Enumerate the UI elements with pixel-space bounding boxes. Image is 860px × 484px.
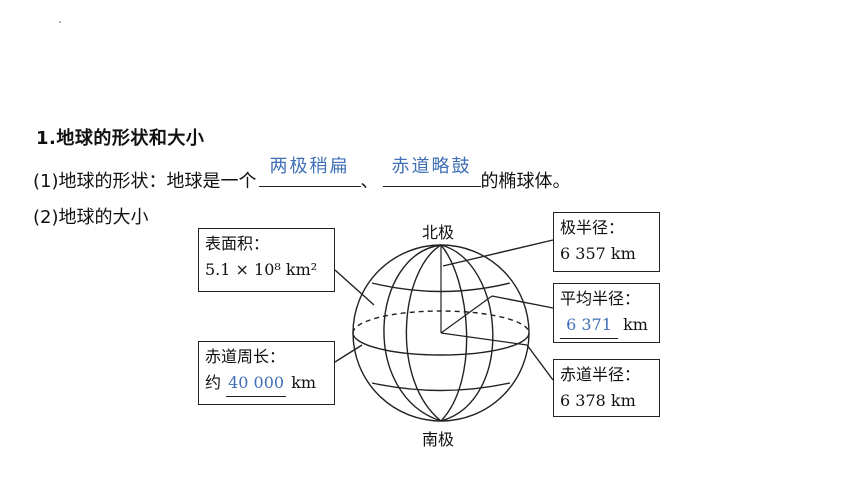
equatorial-radius-line — [440, 332, 528, 346]
meridian-2 — [440, 244, 468, 422]
polar-radius-value: 6 357 km — [560, 244, 636, 263]
decorative-dot — [59, 21, 61, 23]
size-heading: (2)地球的大小 — [33, 207, 149, 228]
polar-radius-label: 极半径： — [560, 218, 625, 237]
shape-sentence: (1)地球的形状：地球是一个两极稍扁、赤道略鼓的椭球体。 — [33, 156, 571, 193]
equator-front — [352, 332, 530, 356]
pointer-mean — [491, 295, 554, 309]
equator-circumference-row: 约 40 000 km — [205, 370, 328, 397]
answer-shape-2: 赤道略鼓 — [391, 156, 472, 177]
mean-radius-line — [440, 295, 493, 334]
mean-radius-label: 平均半径： — [560, 289, 641, 308]
shape-prefix: (1)地球的形状：地球是一个 — [33, 171, 257, 192]
latitude-south — [371, 382, 511, 392]
surface-area-label: 表面积： — [205, 234, 270, 253]
mean-radius-unit: km — [623, 315, 648, 334]
meridian-1 — [405, 244, 442, 422]
equatorial-radius-value: 6 378 km — [560, 391, 636, 410]
south-pole-label: 南极 — [422, 430, 455, 449]
shape-separator: 、 — [360, 171, 379, 192]
blank-shape-1: 两极稍扁 — [258, 156, 361, 187]
surface-area-value: 5.1 × 10⁸ km² — [205, 260, 318, 279]
meridian-4 — [440, 244, 494, 422]
mean-radius-callout: 平均半径： 6 371 km — [553, 283, 660, 343]
pointer-equatorial — [526, 344, 554, 381]
mean-radius-value: 6 371 — [560, 312, 618, 339]
equatorial-radius-label: 赤道半径： — [560, 365, 641, 384]
section-heading: 1.地球的形状和大小 — [36, 128, 205, 149]
polar-radius-callout: 极半径： 6 357 km — [553, 212, 660, 272]
equator-circumference-value: 40 000 — [226, 370, 287, 397]
equator-circumference-label: 赤道周长： — [205, 347, 286, 366]
mean-radius-row: 6 371 km — [560, 312, 653, 339]
shape-suffix: 的椭球体。 — [480, 171, 571, 192]
blank-shape-2: 赤道略鼓 — [382, 156, 481, 187]
answer-shape-1: 两极稍扁 — [269, 156, 350, 177]
north-pole-label: 北极 — [422, 223, 455, 242]
pointer-equator — [334, 344, 363, 363]
equator-circumference-callout: 赤道周长： 约 40 000 km — [198, 341, 335, 405]
surface-area-callout: 表面积： 5.1 × 10⁸ km² — [198, 228, 335, 292]
pointer-area — [334, 269, 375, 306]
equator-circumference-prefix: 约 — [205, 373, 222, 392]
equatorial-radius-callout: 赤道半径： 6 378 km — [553, 359, 660, 417]
meridian-3 — [383, 244, 442, 422]
pointer-polar — [442, 239, 554, 267]
equator-circumference-unit: km — [291, 373, 317, 392]
